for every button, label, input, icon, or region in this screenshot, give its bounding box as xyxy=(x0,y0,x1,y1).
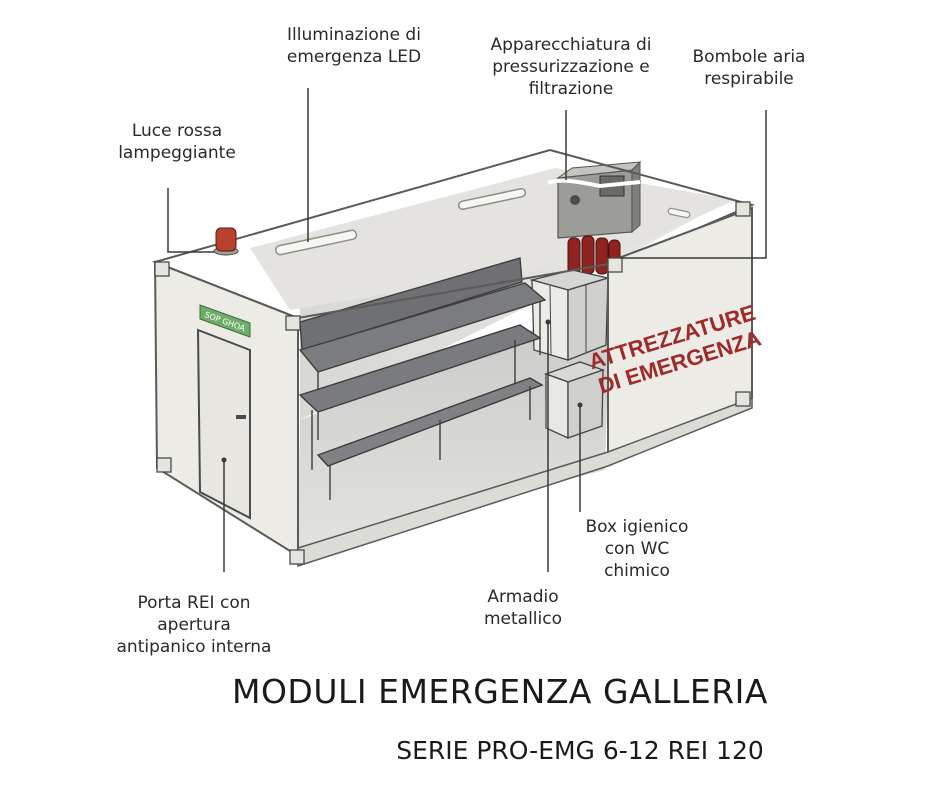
door-handle xyxy=(236,415,246,419)
pressurization-unit xyxy=(547,160,642,239)
led-light xyxy=(667,207,691,219)
beacon-light xyxy=(213,227,239,256)
benches xyxy=(298,257,547,500)
bottom-rail xyxy=(297,396,753,568)
leader-markers xyxy=(221,319,583,463)
sanitary-box xyxy=(544,361,605,440)
led-light xyxy=(457,188,527,210)
rei-door xyxy=(196,328,251,520)
page-title: MODULI EMERGENZA GALLERIA xyxy=(231,672,768,711)
leader-lines xyxy=(167,88,767,572)
led-light xyxy=(275,229,358,256)
page-subtitle: SERIE PRO-EMG 6-12 REI 120 xyxy=(396,736,764,765)
corner-castings xyxy=(154,201,751,565)
